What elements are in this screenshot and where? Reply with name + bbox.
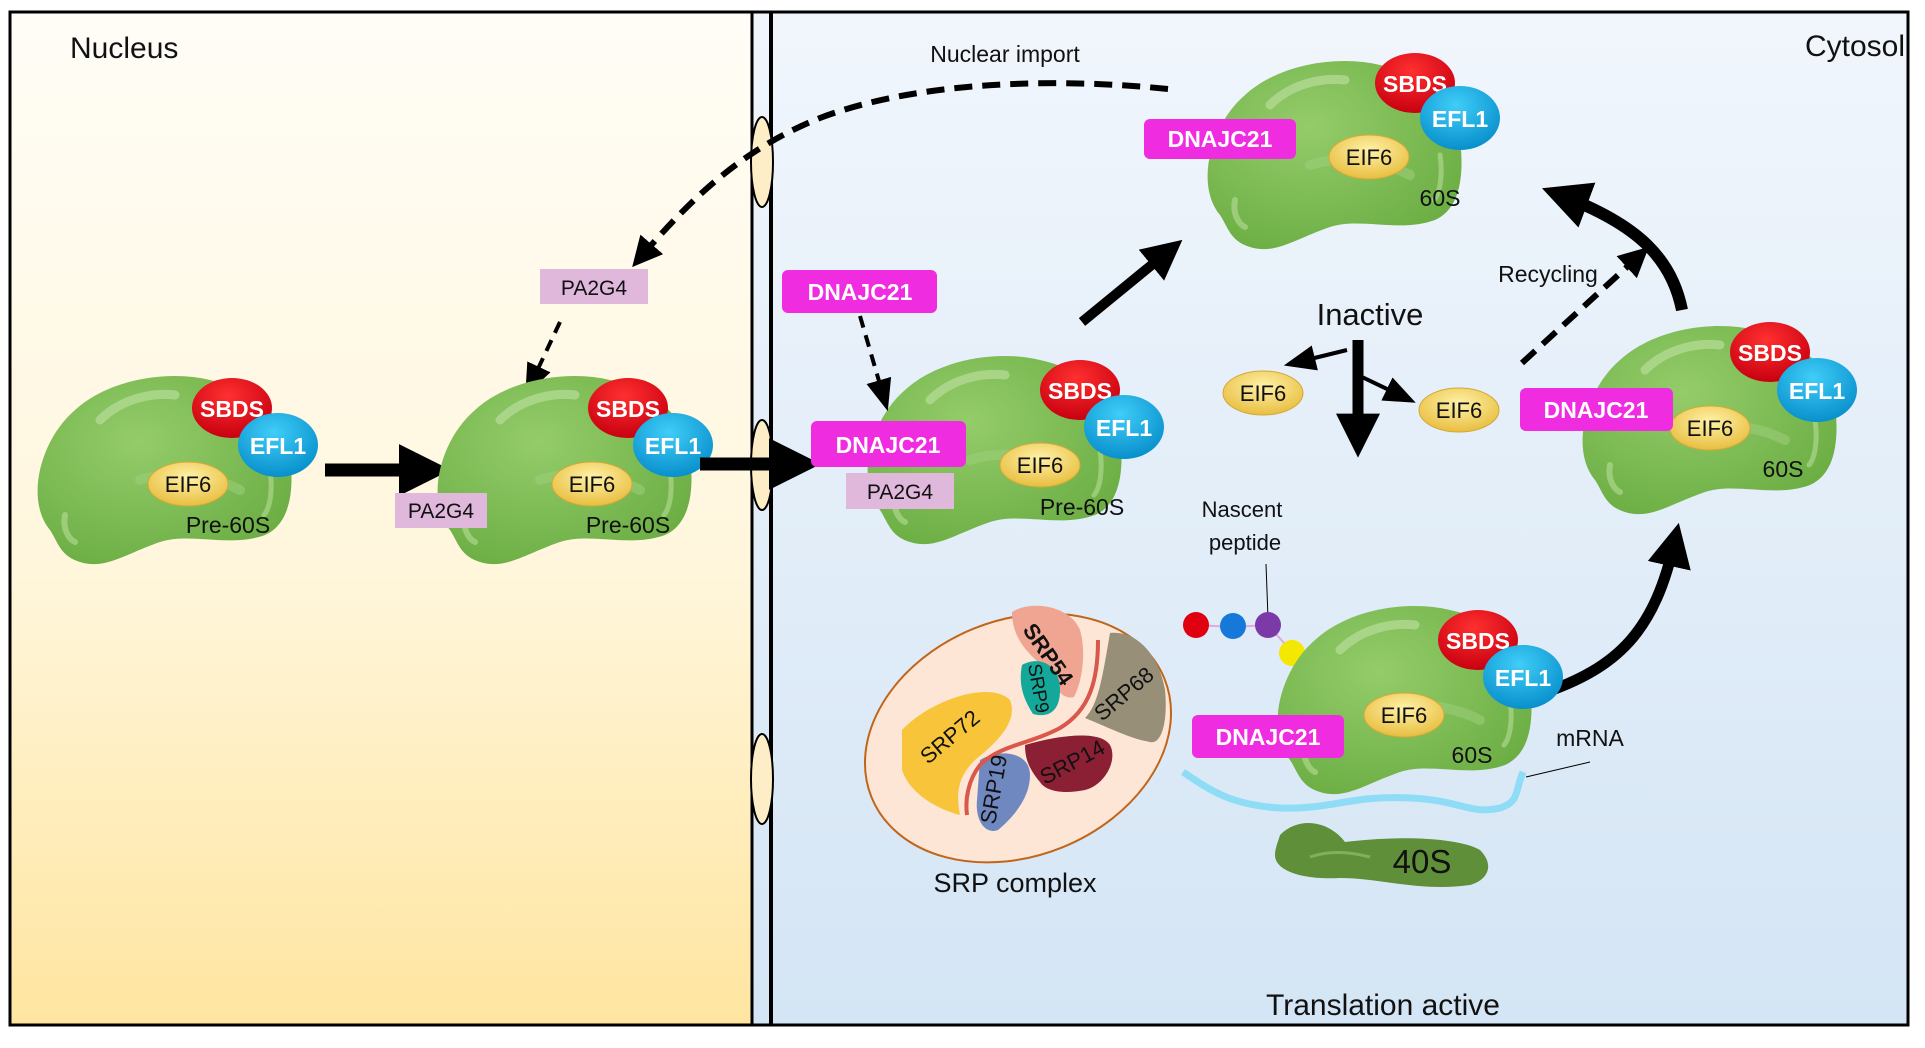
eif6-free-2 — [1418, 387, 1500, 433]
pa2g4-label: PA2G4 — [867, 481, 933, 504]
amino-acid-blue — [1220, 613, 1246, 639]
nuclear-pore-3 — [750, 733, 774, 825]
srp-complex-label: SRP complex — [933, 868, 1097, 898]
sbds-label: SBDS — [1738, 340, 1802, 366]
mrna-label: mRNA — [1556, 725, 1624, 751]
dnajc21-bound-pre60s — [811, 421, 966, 467]
inactive-label: Inactive — [1317, 297, 1424, 332]
pre60s-label: Pre-60S — [586, 512, 670, 538]
recycling-label: Recycling — [1498, 261, 1598, 287]
pa2g4-free — [540, 269, 648, 304]
pre60s-complex-1: SBDS EFL1 EIF6 Pre-60S — [38, 376, 318, 564]
ribosome-40s-highlight — [1309, 851, 1371, 859]
amino-acid-red — [1183, 612, 1209, 638]
sbds-label: SBDS — [1446, 628, 1510, 654]
pa2g4-bound-label: PA2G4 — [408, 500, 474, 523]
60s-label: 60S — [1420, 185, 1461, 211]
sbds-label: SBDS — [596, 396, 660, 422]
nascent-peptide-label-2: peptide — [1209, 530, 1281, 555]
frame-border — [8, 10, 1910, 1027]
srp-rna — [964, 639, 1100, 816]
nucleus-label: Nucleus — [70, 32, 178, 65]
mature-60s-complex-top: SBDS EFL1 EIF6 60S — [1208, 53, 1500, 249]
efl1-label: EFL1 — [1432, 106, 1488, 132]
eif6-label: EIF6 — [569, 472, 615, 497]
dnajc21-free — [782, 270, 937, 313]
eif6-free-2-label: EIF6 — [1436, 398, 1482, 423]
nuclear-import-arrow — [632, 80, 1169, 268]
efl1-label: EFL1 — [1495, 665, 1551, 691]
pa2g4-binding-arrow — [525, 321, 562, 396]
efl1-label: EFL1 — [645, 433, 701, 459]
eif6-protein — [1328, 134, 1410, 180]
efl1-protein — [238, 413, 318, 477]
arrow-eif6-release-left — [1283, 345, 1348, 371]
dnajc21-label: DNAJC21 — [1544, 397, 1649, 423]
dnajc21-label: DNAJC21 — [836, 432, 941, 458]
eif6-protein — [147, 461, 229, 507]
srp-complex: SRP54 SRP9 SRP72 SRP68 SRP14 SRP19 — [863, 605, 1173, 864]
eif6-label: EIF6 — [165, 472, 211, 497]
efl1-protein — [1420, 86, 1500, 150]
arrow-translation-to-release — [1536, 522, 1691, 701]
pre60s-complex-2: SBDS EFL1 EIF6 Pre-60S — [438, 376, 713, 564]
translation-active-label: Translation active — [1266, 989, 1500, 1022]
ribosome-40s — [1275, 823, 1489, 887]
sbds-label: SBDS — [1048, 378, 1112, 404]
peptide-chain — [1195, 623, 1293, 653]
sbds-label: SBDS — [200, 396, 264, 422]
nuclear-import-label: Nuclear import — [930, 41, 1080, 67]
eif6-protein — [551, 461, 633, 507]
mature-60s-complex-right: SBDS EFL1 EIF6 60S — [1583, 322, 1857, 514]
eif6-label: EIF6 — [1687, 416, 1733, 441]
efl1-protein — [633, 413, 713, 477]
nascent-peptide-label-1: Nascent — [1202, 497, 1283, 522]
arrow-maturation — [1078, 239, 1183, 326]
dnajc21-translating — [1192, 715, 1344, 758]
dnajc21-top-60s — [1144, 119, 1296, 159]
efl1-protein — [1777, 358, 1857, 422]
dnajc21-label: DNAJC21 — [1168, 126, 1273, 152]
amino-acid-purple — [1255, 612, 1281, 638]
srp14-shape — [1025, 735, 1113, 793]
cytosol-label: Cytosol — [1805, 30, 1905, 63]
pre60s-label: Pre-60S — [1040, 494, 1124, 520]
arrow-release-to-top — [1542, 182, 1688, 312]
60s-label: 60S — [1452, 742, 1493, 768]
srp9-shape — [1020, 661, 1060, 716]
eif6-protein — [999, 442, 1081, 488]
efl1-label: EFL1 — [250, 433, 306, 459]
translating-60s-complex: SBDS EFL1 EIF6 60S — [1278, 606, 1563, 794]
srp68-shape — [1085, 632, 1166, 743]
eif6-label: EIF6 — [1381, 703, 1427, 728]
pa2g4-bound-cytosol — [846, 473, 954, 509]
60s-label: 60S — [1763, 456, 1804, 482]
40s-label: 40S — [1393, 843, 1452, 880]
pre60s-label: Pre-60S — [186, 512, 270, 538]
mrna-strand — [1181, 769, 1527, 814]
eif6-protein — [1363, 692, 1445, 738]
srp54-shape — [1012, 605, 1084, 698]
eif6-free-1 — [1222, 370, 1304, 416]
efl1-protein — [1084, 395, 1164, 459]
dnajc21-free-label: DNAJC21 — [808, 279, 913, 305]
eif6-free-1-label: EIF6 — [1240, 381, 1286, 406]
eif6-label: EIF6 — [1017, 453, 1063, 478]
nascent-peptide-pointer — [1265, 563, 1269, 619]
pa2g4-bound — [395, 493, 487, 528]
nuclear-pore-1 — [750, 116, 774, 208]
srp19-shape — [976, 753, 1030, 831]
srp72-shape — [902, 691, 1012, 815]
dnajc21-right-60s — [1520, 388, 1673, 431]
efl1-label: EFL1 — [1096, 415, 1152, 441]
mrna-pointer — [1525, 761, 1591, 778]
dnajc21-label: DNAJC21 — [1216, 724, 1321, 750]
eif6-label: EIF6 — [1346, 145, 1392, 170]
efl1-label: EFL1 — [1789, 378, 1845, 404]
efl1-protein — [1483, 645, 1563, 709]
arrow-eif6-release-right — [1361, 375, 1416, 403]
pre60s-complex-cytosol: SBDS EFL1 EIF6 Pre-60S — [868, 356, 1164, 544]
dnajc21-binding-arrow — [858, 315, 892, 412]
pa2g4-free-label: PA2G4 — [561, 277, 627, 300]
